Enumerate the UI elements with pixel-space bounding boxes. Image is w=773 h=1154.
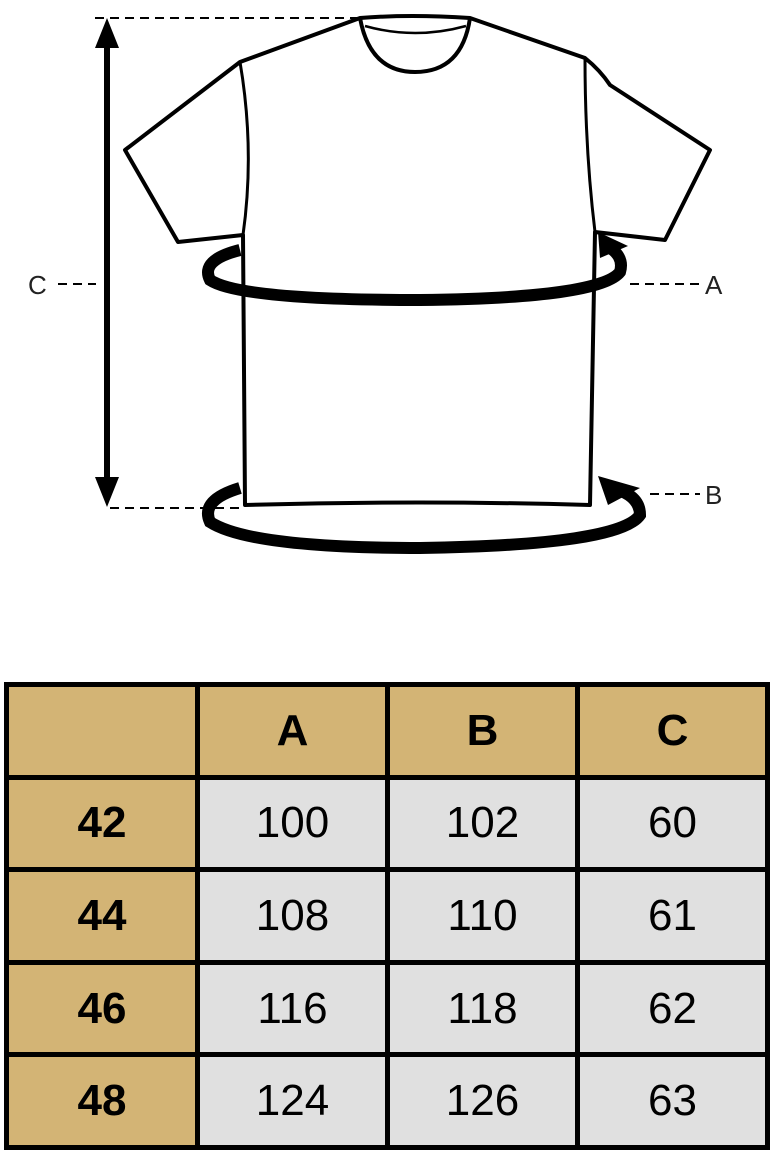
header-a: A bbox=[195, 682, 390, 780]
value-a: 108 bbox=[195, 867, 390, 965]
size-cell: 44 bbox=[4, 867, 200, 965]
label-c: C bbox=[28, 270, 47, 300]
measurement-b-loop bbox=[202, 476, 647, 555]
table-row: 48 124 126 63 bbox=[4, 1052, 770, 1150]
value-a: 100 bbox=[195, 774, 390, 873]
size-table: A B C 42 100 102 60 44 108 110 61 46 116… bbox=[4, 682, 770, 1150]
table-row: 46 116 118 62 bbox=[4, 959, 770, 1058]
header-b: B bbox=[385, 682, 580, 780]
dashed-guides bbox=[58, 17, 700, 509]
value-c: 60 bbox=[575, 774, 770, 873]
table-row: 44 108 110 61 bbox=[4, 867, 770, 965]
measurement-a-loop bbox=[202, 232, 628, 307]
label-a: A bbox=[705, 270, 723, 300]
table-header-row: A B C bbox=[4, 682, 770, 780]
value-b: 118 bbox=[385, 959, 580, 1058]
measurement-c-arrow bbox=[95, 18, 119, 507]
tshirt-measurement-diagram: C A B bbox=[28, 14, 723, 555]
header-c: C bbox=[575, 682, 770, 780]
size-cell: 48 bbox=[4, 1052, 200, 1150]
table-row: 42 100 102 60 bbox=[4, 774, 770, 873]
value-b: 102 bbox=[385, 774, 580, 873]
value-a: 124 bbox=[195, 1052, 390, 1150]
size-cell: 42 bbox=[4, 774, 200, 873]
value-b: 110 bbox=[385, 867, 580, 965]
value-c: 62 bbox=[575, 959, 770, 1058]
value-c: 63 bbox=[575, 1052, 770, 1150]
size-cell: 46 bbox=[4, 959, 200, 1058]
tshirt-outline bbox=[123, 14, 712, 507]
header-corner bbox=[4, 682, 200, 780]
value-a: 116 bbox=[195, 959, 390, 1058]
value-b: 126 bbox=[385, 1052, 580, 1150]
label-b: B bbox=[705, 480, 722, 510]
value-c: 61 bbox=[575, 867, 770, 965]
